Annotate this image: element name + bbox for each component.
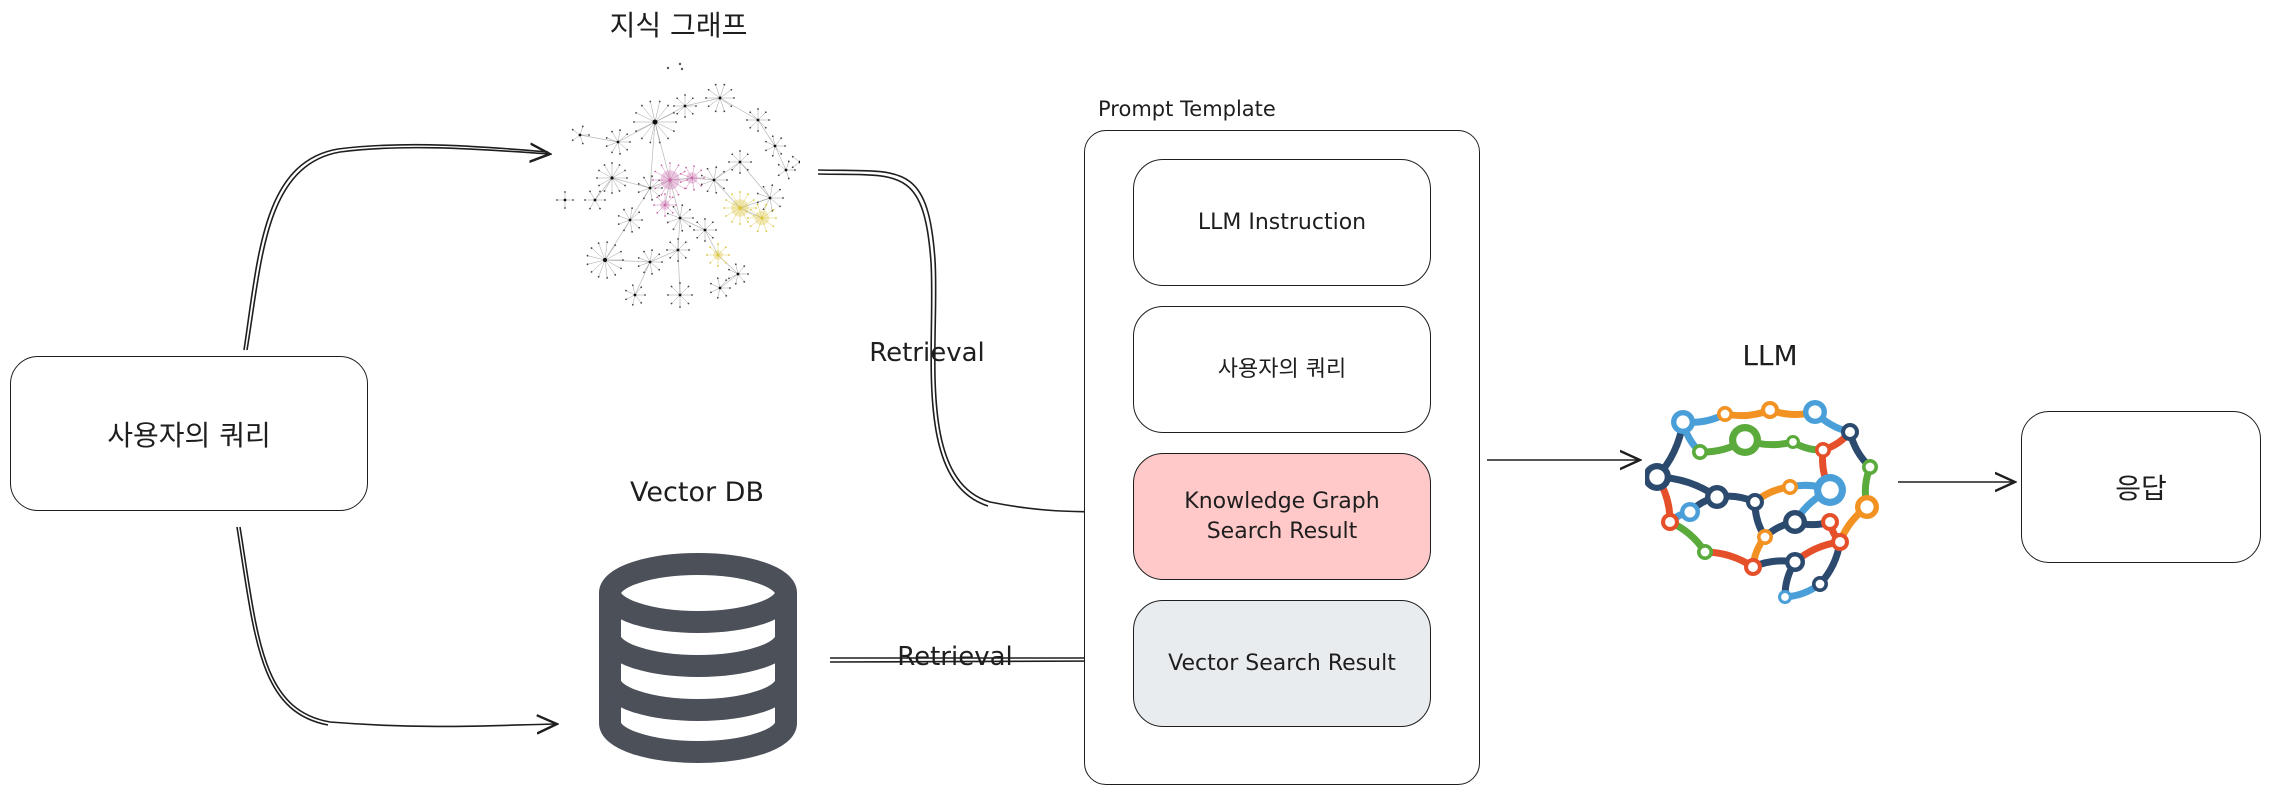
retrieval-label-graph: Retrieval (869, 338, 985, 368)
response-box: 응답 (2021, 411, 2261, 563)
response-label: 응답 (2115, 472, 2167, 505)
kg-result-label: Knowledge Graph Search Result (1184, 488, 1380, 544)
brain-network-icon (1645, 400, 1879, 604)
vector-result-label: Vector Search Result (1168, 650, 1396, 676)
prompt-template-title: Prompt Template (1098, 97, 1276, 121)
llm-title: LLM (1742, 339, 1798, 372)
user-query-section-label: 사용자의 쿼리 (1217, 356, 1347, 382)
vector-db-title: Vector DB (630, 477, 764, 508)
llm-instruction-label: LLM Instruction (1197, 209, 1367, 235)
arrow-vector-db-to-vector-result (829, 658, 1125, 662)
arrow-query-to-graph (243, 145, 550, 351)
retrieval-label-vector: Retrieval (897, 642, 1013, 672)
arrow-query-to-vector-db (236, 526, 557, 726)
user-query-box: 사용자의 쿼리 (10, 356, 368, 511)
knowledge-graph-image (556, 62, 800, 308)
user-query-section: 사용자의 쿼리 (1133, 306, 1431, 433)
vector-result-section: Vector Search Result (1133, 600, 1431, 727)
knowledge-graph-title: 지식 그래프 (609, 9, 748, 42)
user-query-label: 사용자의 쿼리 (107, 418, 271, 452)
arrow-graph-to-kg-result (817, 169, 1125, 512)
database-icon (599, 553, 797, 763)
kg-result-section: Knowledge Graph Search Result (1133, 453, 1431, 580)
llm-instruction-section: LLM Instruction (1133, 159, 1431, 286)
